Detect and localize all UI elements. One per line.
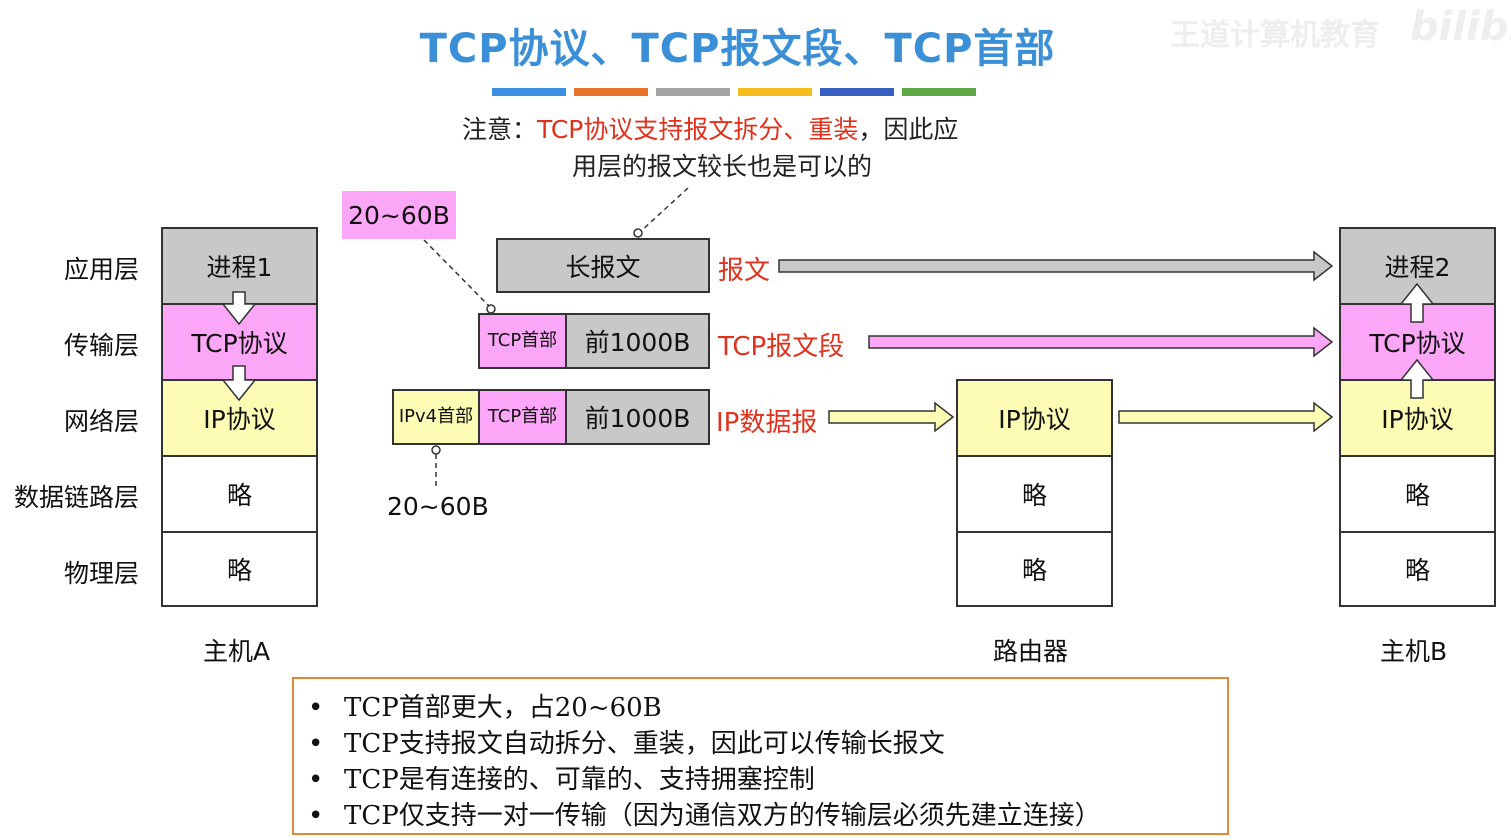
layer-label-application: 应用层	[63, 255, 139, 284]
note-line-1: 注意：TCP协议支持报文拆分、重装，因此应	[462, 110, 958, 146]
color-bar-3	[656, 88, 730, 96]
host-b-up-arrow-1	[1399, 282, 1435, 323]
host-a-down-arrow-1	[221, 291, 257, 326]
router-physical: 略	[956, 531, 1113, 607]
datagram-tcp-header: TCP首部	[478, 389, 567, 445]
callout-note-anchor	[633, 228, 643, 238]
datagram-arrow-to-router	[828, 401, 955, 433]
page-title: TCP协议、TCP报文段、TCP首部	[419, 26, 1056, 72]
note-suffix: ，因此应	[858, 115, 959, 144]
router-ip: IP协议	[956, 379, 1113, 457]
summary-item: • TCP仅支持一对一传输（因为通信双方的传输层必须先建立连接）	[308, 795, 1101, 832]
host-b-physical: 略	[1339, 531, 1496, 607]
ip-header-size-label: 20~60B	[387, 492, 489, 521]
bullet-icon: •	[308, 729, 324, 759]
color-bar-5	[820, 88, 894, 96]
host-b-datalink: 略	[1339, 455, 1496, 533]
bullet-icon: •	[308, 693, 324, 723]
summary-text: TCP首部更大，占20~60B	[344, 693, 662, 723]
watermark-logo: bilibili	[1410, 4, 1511, 50]
segment-payload: 前1000B	[565, 313, 710, 369]
message-arrow	[778, 250, 1334, 282]
long-message-box: 长报文	[496, 238, 710, 293]
host-a-label: 主机A	[203, 637, 271, 666]
summary-item: • TCP支持报文自动拆分、重装，因此可以传输长报文	[308, 723, 945, 760]
note-highlight: TCP协议支持报文拆分、重装	[537, 115, 859, 144]
tcp-header-size-tag: 20~60B	[342, 191, 456, 239]
segment-tcp-header: TCP首部	[478, 313, 567, 369]
summary-text: TCP是有连接的、可靠的、支持拥塞控制	[344, 765, 815, 795]
color-bar-6	[902, 88, 976, 96]
summary-item: • TCP是有连接的、可靠的、支持拥塞控制	[308, 759, 815, 796]
layer-label-physical: 物理层	[63, 559, 139, 588]
flow-label-datagram: IP数据报	[716, 408, 818, 438]
summary-text: TCP仅支持一对一传输（因为通信双方的传输层必须先建立连接）	[344, 801, 1101, 831]
color-bar-4	[738, 88, 812, 96]
datagram-payload: 前1000B	[565, 389, 710, 445]
summary-box: • TCP首部更大，占20~60B • TCP支持报文自动拆分、重装，因此可以传输长…	[292, 677, 1229, 835]
note-prefix: 注意：	[462, 115, 538, 144]
router-label: 路由器	[993, 637, 1069, 666]
watermark: 王道计算机教育	[1170, 18, 1380, 53]
bullet-icon: •	[308, 801, 324, 831]
segment-arrow	[868, 326, 1334, 358]
layer-label-datalink: 数据链路层	[13, 483, 139, 512]
bullet-icon: •	[308, 765, 324, 795]
datagram-arrow-to-host-b	[1118, 401, 1334, 433]
summary-text: TCP支持报文自动拆分、重装，因此可以传输长报文	[344, 729, 945, 759]
flow-label-message: 报文	[718, 256, 771, 286]
datagram-ipv4-header: IPv4首部	[392, 389, 480, 445]
callout-tcp-header-anchor	[486, 304, 496, 314]
callout-size-to-tcp-header	[423, 239, 490, 307]
color-bar-1	[492, 88, 566, 96]
layer-label-network: 网络层	[63, 407, 139, 436]
host-b-up-arrow-2	[1399, 358, 1435, 399]
layer-label-transport: 传输层	[63, 331, 139, 360]
color-bar-2	[574, 88, 648, 96]
callout-ip-header-anchor	[431, 445, 441, 455]
callout-note-to-message	[639, 187, 689, 233]
host-b-label: 主机B	[1380, 637, 1448, 666]
host-a-down-arrow-2	[221, 365, 257, 402]
note-line-2: 用层的报文较长也是可以的	[572, 152, 873, 181]
summary-item: • TCP首部更大，占20~60B	[308, 687, 662, 724]
flow-label-segment: TCP报文段	[718, 332, 845, 362]
host-a-physical: 略	[161, 531, 318, 607]
